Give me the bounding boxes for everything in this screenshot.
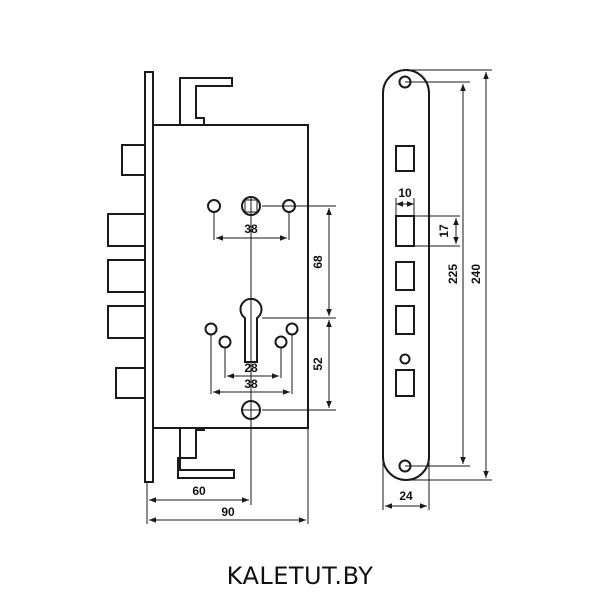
dim-label-68: 68 [311, 255, 325, 269]
lock-case [152, 124, 309, 429]
dim-label-52: 52 [311, 357, 325, 371]
dim-label-90: 90 [221, 505, 235, 519]
bottom-rod-hook [177, 428, 235, 479]
faceplate-latch-slot [395, 369, 415, 397]
cylinder-hole-outer-left [204, 322, 218, 336]
faceplate-slot-3 [395, 261, 415, 291]
latch-bolt [115, 367, 146, 399]
bolt-1 [107, 213, 146, 247]
faceplate-slot-4 [395, 305, 415, 335]
top-rod-hook [179, 77, 233, 125]
dim-label-240: 240 [469, 264, 483, 284]
faceplate-slot-1 [395, 145, 415, 172]
faceplate-small-hole [399, 353, 411, 365]
bolt-top [121, 144, 146, 176]
dim-label-24: 24 [399, 489, 413, 503]
lock-body-side-view [107, 71, 336, 524]
cylinder-hole-inner-left [218, 335, 232, 349]
dim-label-38-bottom: 38 [244, 377, 258, 391]
brand-watermark: KALETUT.BY [226, 562, 374, 590]
faceplate-front-view [382, 69, 492, 510]
cylinder-hole-outer-right [285, 322, 299, 336]
dim-label-17: 17 [437, 224, 451, 238]
faceplate-slot-2 [395, 215, 415, 247]
faceplate-edge [144, 71, 154, 483]
dim-label-225: 225 [446, 264, 460, 284]
bolt-3 [107, 305, 146, 339]
dim-label-60: 60 [192, 484, 206, 498]
mount-hole-top-left [207, 199, 221, 213]
cylinder-hole-inner-right [274, 335, 288, 349]
dim-label-28: 28 [244, 361, 258, 375]
dim-label-38-top: 38 [244, 222, 258, 236]
dim-label-10: 10 [398, 186, 412, 200]
bolt-2 [107, 259, 146, 293]
